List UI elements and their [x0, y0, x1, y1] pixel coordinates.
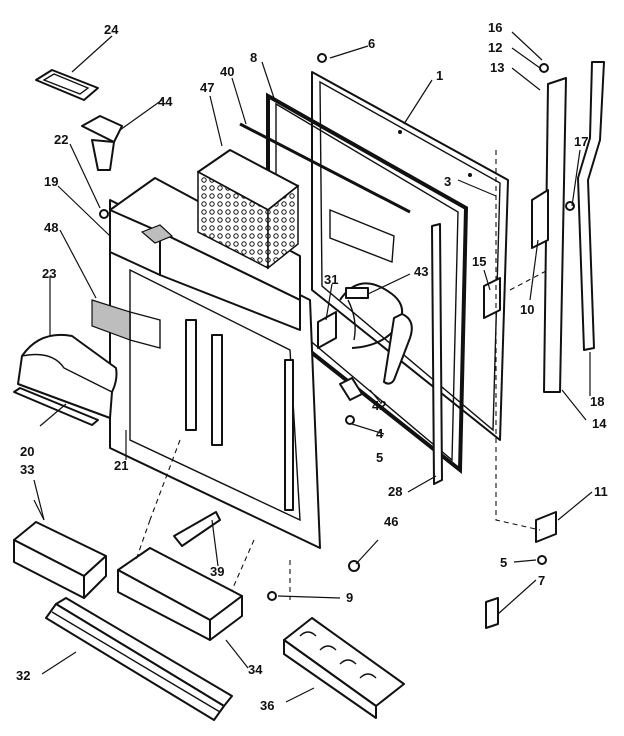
- callout-34: 34: [248, 662, 263, 677]
- shelf-cover: [17, 334, 118, 419]
- screw-5b: [537, 555, 547, 565]
- door-bin-right: [117, 547, 243, 641]
- callout-44: 44: [158, 94, 173, 109]
- small-tray: [35, 69, 99, 101]
- callout-23: 23: [42, 266, 56, 281]
- callout-6: 6: [368, 36, 375, 51]
- callout-21: 21: [114, 458, 128, 473]
- callout-48: 48: [44, 220, 58, 235]
- mesh-filter-box: [197, 149, 299, 270]
- lower-hinge: [535, 511, 557, 543]
- callout-labels: 1 3 4 5 5 6 7 8 9 10 11 12 13 14 15 16 1…: [16, 20, 608, 713]
- callout-24: 24: [104, 22, 119, 37]
- callout-5a: 5: [376, 450, 383, 465]
- leader-lines: [33, 31, 593, 703]
- callout-11: 11: [594, 484, 608, 499]
- screw-22: [99, 209, 109, 219]
- clip: [339, 377, 363, 401]
- callout-4: 4: [376, 426, 384, 441]
- left-bracket: [91, 299, 161, 349]
- door-outer-panel: [311, 71, 509, 441]
- screw-16: [539, 63, 549, 73]
- callout-18: 18: [590, 394, 604, 409]
- screw-6: [317, 53, 327, 63]
- egg-tray: [283, 617, 405, 719]
- trim-strip: [431, 223, 443, 485]
- callout-22: 22: [54, 132, 68, 147]
- bottom-clip: [485, 597, 499, 629]
- callout-8: 8: [250, 50, 257, 65]
- callout-31: 31: [324, 272, 338, 287]
- callout-39: 39: [210, 564, 224, 579]
- callout-46: 46: [384, 514, 398, 529]
- callout-1: 1: [436, 68, 443, 83]
- handle-trim: [577, 61, 605, 351]
- callout-19: 19: [44, 174, 58, 189]
- small-clip: [173, 511, 221, 547]
- mount-bracket: [317, 311, 337, 349]
- callout-13: 13: [490, 60, 504, 75]
- callout-40: 40: [220, 64, 234, 79]
- callout-7: 7: [538, 573, 545, 588]
- breaker-strip: [239, 122, 411, 214]
- bottom-rail: [45, 597, 233, 721]
- callout-42: 42: [372, 398, 386, 413]
- top-cover: [109, 177, 301, 331]
- screw-9: [267, 591, 277, 601]
- shelf-strip: [13, 387, 99, 426]
- callout-9: 9: [346, 590, 353, 605]
- chute-cup: [81, 115, 123, 171]
- callout-36: 36: [260, 698, 274, 713]
- screw-5a: [345, 415, 355, 425]
- door-bin-left: [13, 521, 107, 599]
- door-handle: [531, 77, 567, 393]
- drain-tube: [383, 313, 413, 385]
- callout-32: 32: [16, 668, 30, 683]
- callout-3: 3: [444, 174, 451, 189]
- wire-harness: [339, 282, 403, 349]
- callout-5b: 5: [500, 555, 507, 570]
- hinge-plate: [483, 277, 501, 319]
- callout-28: 28: [388, 484, 402, 499]
- callout-43: 43: [414, 264, 428, 279]
- callout-15: 15: [472, 254, 486, 269]
- callout-17: 17: [574, 134, 588, 149]
- callout-47: 47: [200, 80, 214, 95]
- callout-20: 20: [20, 444, 34, 459]
- callout-12: 12: [488, 40, 502, 55]
- callout-14: 14: [592, 416, 607, 431]
- assembly-lines: [135, 150, 549, 600]
- callout-16: 16: [488, 20, 502, 35]
- callout-10: 10: [520, 302, 534, 317]
- callout-33: 33: [20, 462, 34, 477]
